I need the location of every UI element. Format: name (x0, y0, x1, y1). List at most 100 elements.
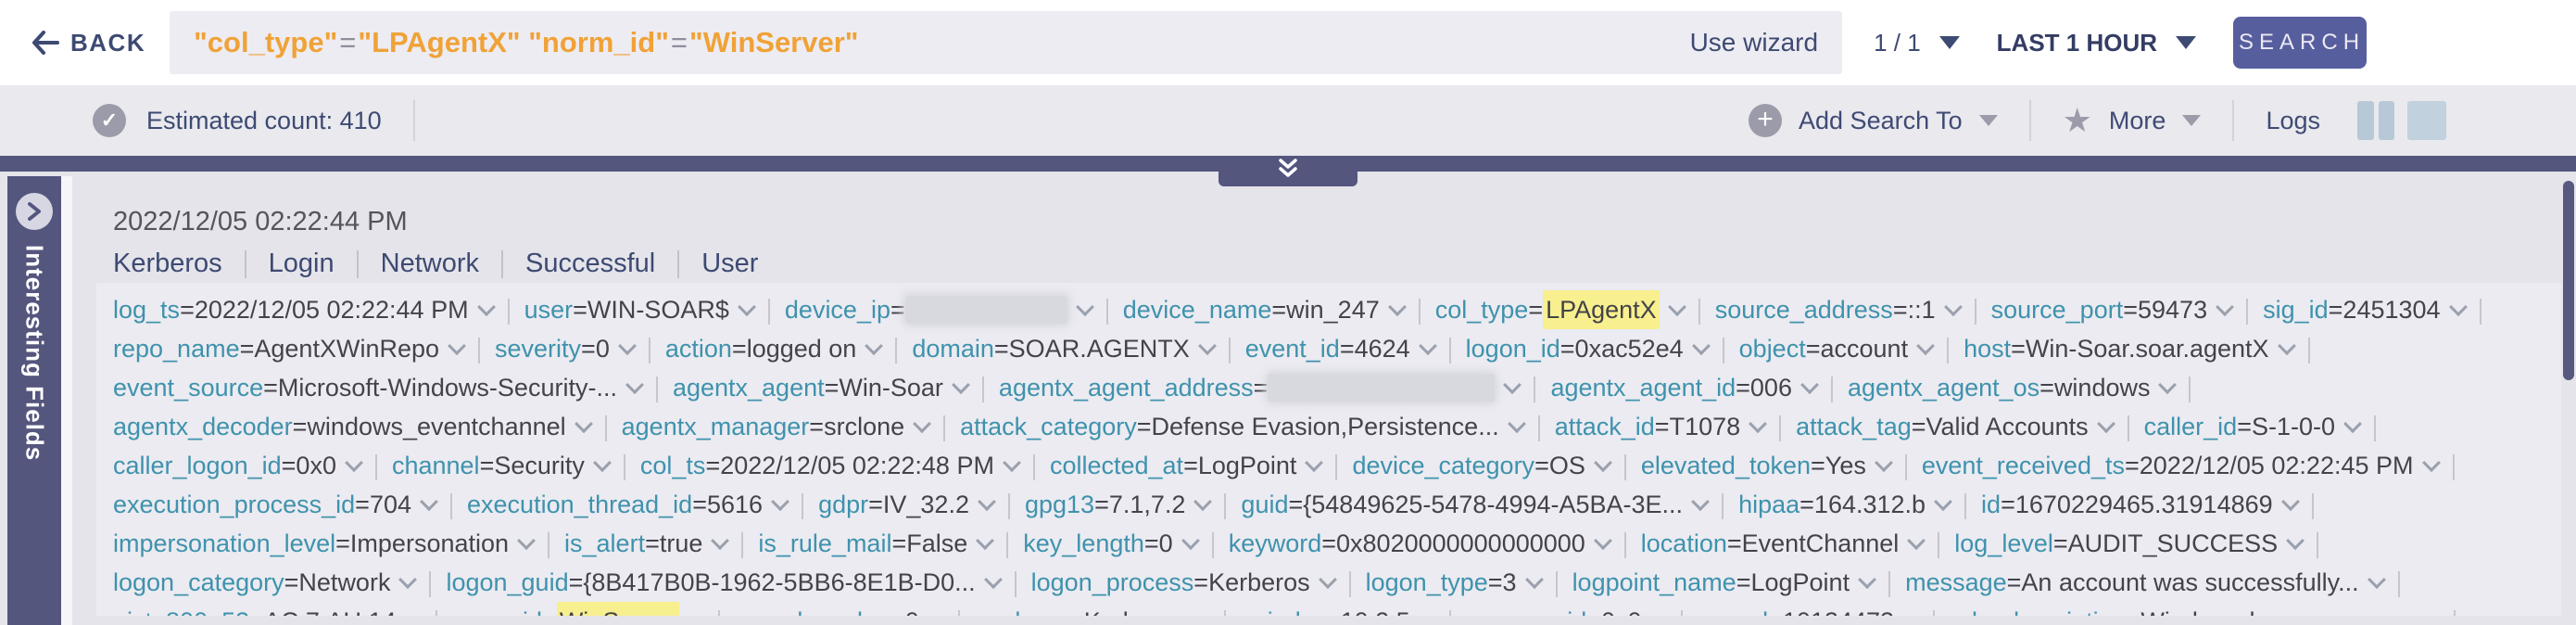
field-caller_id[interactable]: caller_id=S-1-0-0 (2144, 407, 2362, 446)
field-guid[interactable]: guid={54849625-5478-4994-A5BA-3E... (1241, 485, 1710, 524)
split-view-icon[interactable] (2357, 101, 2394, 140)
field-norm_id[interactable]: norm_id=WinServer (452, 602, 706, 616)
chevron-down-icon[interactable] (1593, 531, 1612, 551)
chevron-down-icon[interactable] (738, 298, 756, 317)
chevron-down-icon[interactable] (1902, 609, 1921, 616)
field-channel[interactable]: channel=Security (392, 446, 612, 485)
field-location[interactable]: location=EventChannel (1641, 524, 1926, 563)
chevron-down-icon[interactable] (1874, 453, 1893, 473)
field-is_rule_mail[interactable]: is_rule_mail=False (758, 524, 995, 563)
field-severity[interactable]: severity=0 (495, 329, 637, 368)
chevron-down-icon[interactable] (1649, 609, 1669, 616)
chevron-down-icon[interactable] (345, 453, 363, 473)
chevron-down-icon[interactable] (1800, 376, 1819, 395)
field-logon_id[interactable]: logon_id=0xac52e4 (1466, 329, 1711, 368)
chevron-down-icon[interactable] (1197, 337, 1217, 356)
field-device_name[interactable]: device_name=win_247 (1123, 290, 1407, 329)
chevron-down-icon[interactable] (1503, 376, 1522, 395)
vertical-scrollbar-thumb[interactable] (2563, 181, 2574, 380)
field-logpoint_name[interactable]: logpoint_name=LogPoint (1572, 563, 1876, 602)
chevron-down-icon[interactable] (1507, 415, 1526, 434)
field-event_received_ts[interactable]: event_received_ts=2022/12/05 02:22:45 PM (1922, 446, 2441, 485)
chevron-down-icon[interactable] (771, 492, 789, 512)
chevron-down-icon[interactable] (1667, 298, 1686, 317)
field-hipaa[interactable]: hipaa=164.312.b (1738, 485, 1952, 524)
chevron-down-icon[interactable] (2286, 531, 2305, 551)
page-indicator-dropdown[interactable]: 1 / 1 (1874, 29, 1960, 57)
chevron-down-icon[interactable] (592, 453, 612, 473)
field-elevated_token[interactable]: elevated_token=Yes (1641, 446, 1893, 485)
chevron-down-icon[interactable] (625, 376, 644, 395)
chevron-down-icon[interactable] (1943, 298, 1963, 317)
chevron-down-icon[interactable] (1418, 337, 1437, 356)
add-search-to-button[interactable]: + Add Search To (1749, 104, 1998, 137)
field-host[interactable]: host=Win-Soar.soar.agentX (1964, 329, 2296, 368)
chevron-down-icon[interactable] (1193, 492, 1213, 512)
field-attack_tag[interactable]: attack_tag=Valid Accounts (1796, 407, 2115, 446)
tag-kerberos[interactable]: Kerberos (113, 249, 222, 278)
chevron-down-icon[interactable] (1749, 415, 1768, 434)
chevron-down-icon[interactable] (2421, 453, 2441, 473)
chevron-down-icon[interactable] (1003, 453, 1021, 473)
chevron-down-icon[interactable] (913, 415, 932, 434)
chevron-down-icon[interactable] (2448, 298, 2468, 317)
field-col_ts[interactable]: col_ts=2022/12/05 02:22:48 PM (640, 446, 1021, 485)
chevron-down-icon[interactable] (711, 531, 730, 551)
tag-login[interactable]: Login (268, 249, 335, 278)
chevron-down-icon[interactable] (1193, 609, 1213, 616)
field-execution_thread_id[interactable]: execution_thread_id=5616 (467, 485, 789, 524)
field-gpg13[interactable]: gpg13=7.1,7.2 (1025, 485, 1213, 524)
chevron-down-icon[interactable] (952, 376, 970, 395)
field-logon_category[interactable]: logon_category=Network (113, 563, 418, 602)
field-key_length[interactable]: key_length=0 (1023, 524, 1200, 563)
field-execution_process_id[interactable]: execution_process_id=704 (113, 485, 438, 524)
chevron-down-icon[interactable] (1418, 609, 1437, 616)
field-source_port[interactable]: source_port=59473 (1991, 290, 2234, 329)
field-opcode_value[interactable]: opcode_value=0 (735, 602, 946, 616)
field-object[interactable]: object=account (1739, 329, 1935, 368)
field-repo_name[interactable]: repo_name=AgentXWinRepo (113, 329, 466, 368)
chevron-down-icon[interactable] (1075, 298, 1094, 317)
field-keyword[interactable]: keyword=0x8020000000000000 (1229, 524, 1612, 563)
field-pci_dss[interactable]: pci_dss=10.2.5 (1241, 602, 1437, 616)
field-logon_type[interactable]: logon_type=3 (1366, 563, 1544, 602)
chevron-down-icon[interactable] (617, 337, 637, 356)
back-button[interactable]: BACK (32, 29, 145, 57)
field-collected_at[interactable]: collected_at=LogPoint (1050, 446, 1324, 485)
field-impersonation_level[interactable]: impersonation_level=Impersonation (113, 524, 536, 563)
chevron-down-icon[interactable] (1691, 492, 1710, 512)
field-device_ip[interactable]: device_ip= (785, 290, 1094, 329)
field-domain[interactable]: domain=SOAR.AGENTX (912, 329, 1217, 368)
field-package[interactable]: package=Kerberos (975, 602, 1213, 616)
chevron-down-icon[interactable] (1387, 298, 1407, 317)
field-agentx_manager[interactable]: agentx_manager=srclone (622, 407, 932, 446)
field-col_type[interactable]: col_type=LPAgentX (1435, 290, 1686, 329)
chevron-down-icon[interactable] (978, 492, 996, 512)
field-gdpr[interactable]: gdpr=IV_32.2 (818, 485, 996, 524)
chevron-down-icon[interactable] (687, 609, 706, 616)
use-wizard-link[interactable]: Use wizard (1689, 28, 1819, 57)
chevron-down-icon[interactable] (1181, 531, 1200, 551)
chevron-down-icon[interactable] (1318, 570, 1337, 590)
chevron-down-icon[interactable] (1916, 337, 1935, 356)
chevron-down-icon[interactable] (2096, 415, 2115, 434)
field-user[interactable]: user=WIN-SOAR$ (524, 290, 756, 329)
field-agentx_agent[interactable]: agentx_agent=Win-Soar (673, 368, 970, 407)
chevron-down-icon[interactable] (1593, 453, 1612, 473)
chevron-down-icon[interactable] (420, 492, 438, 512)
chevron-down-icon[interactable] (2216, 298, 2234, 317)
field-process_id[interactable]: process_id=0x0 (1466, 602, 1669, 616)
full-view-icon[interactable] (2407, 101, 2446, 140)
tag-successful[interactable]: Successful (525, 249, 656, 278)
chevron-down-icon[interactable] (2280, 492, 2300, 512)
field-logon_process[interactable]: logon_process=Kerberos (1031, 563, 1337, 602)
field-logon_guid[interactable]: logon_guid={8B417B0B-1962-5BB6-8E1B-D0..… (446, 563, 1003, 602)
field-source_address[interactable]: source_address=::1 (1715, 290, 1963, 329)
chevron-down-icon[interactable] (404, 609, 423, 616)
field-agentx_agent_address[interactable]: agentx_agent_address= (999, 368, 1522, 407)
field-log_ts[interactable]: log_ts=2022/12/05 02:22:44 PM (113, 290, 496, 329)
field-event_source[interactable]: event_source=Microsoft-Windows-Security-… (113, 368, 644, 407)
field-message[interactable]: message=An account was successfully... (1905, 563, 2386, 602)
field-event_id[interactable]: event_id=4624 (1245, 329, 1437, 368)
chevron-down-icon[interactable] (2343, 415, 2362, 434)
